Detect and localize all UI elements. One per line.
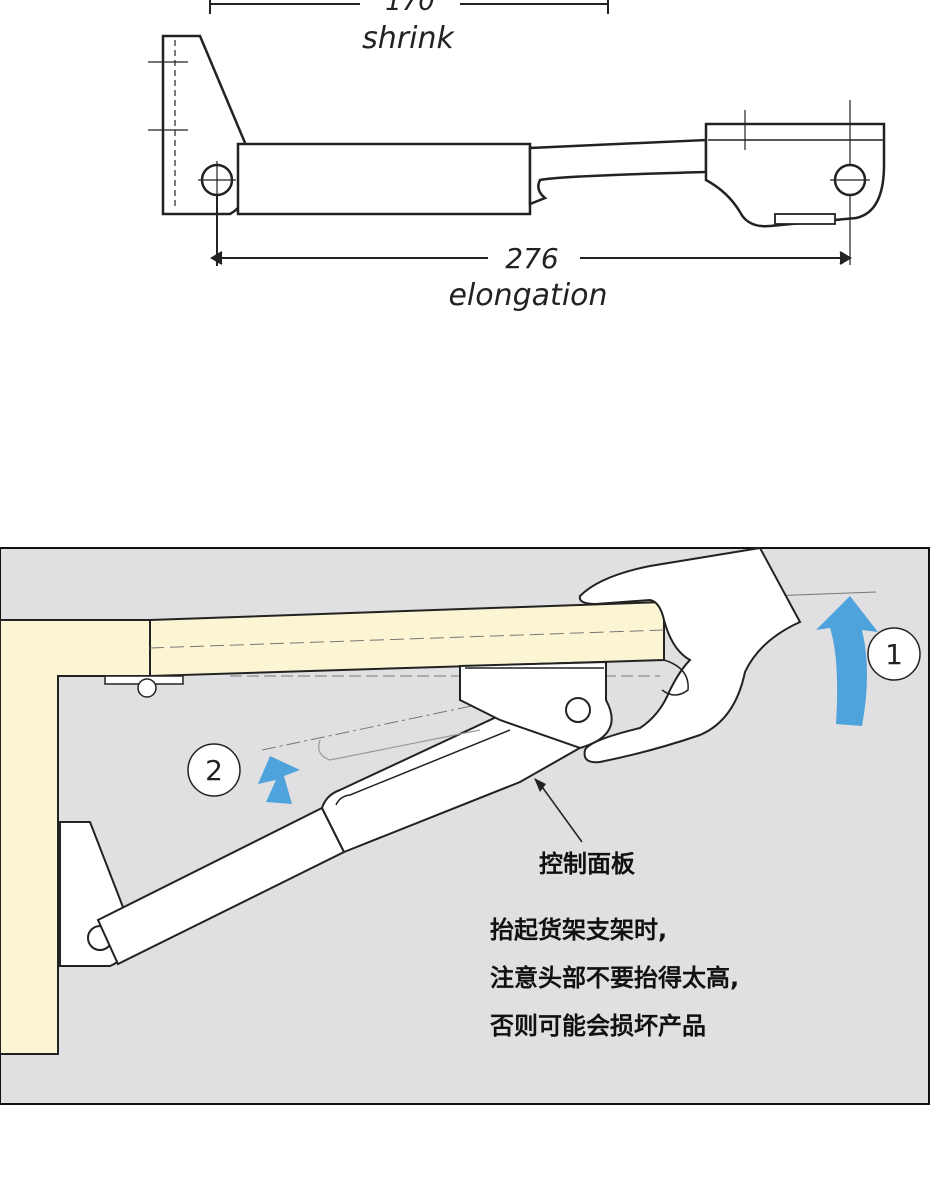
shrink-value: 170 [385,0,435,17]
right-bracket [704,122,886,228]
shrink-dimension [209,0,609,14]
top-strut-diagram: 170 shrink 276 elongation [148,0,886,313]
control-panel-label: 控制面板 [539,850,636,878]
upper-bracket [459,660,613,750]
piston-rod [528,138,708,206]
step-2-number: 2 [205,754,223,787]
lift-arrow-icon [816,596,878,726]
elongation-dimension [210,196,852,266]
note-line-1: 抬起货架支架时, [490,916,667,944]
elongation-value: 276 [505,242,558,275]
gas-cylinder [236,142,532,216]
step-2-marker: 2 [187,743,241,797]
step-1-marker: 1 [867,627,921,681]
hand-outline [578,546,802,764]
note-line-3: 否则可能会损坏产品 [489,1012,706,1040]
note-line-2: 注意头部不要抬得太高, [490,964,739,992]
bottom-usage-diagram: 1 2 控制面板 抬起货架支架时, 注意头部不要抬得太高, 否则可能会损坏产品 [0,546,930,1105]
shrink-label: shrink [362,21,455,56]
elongation-label: elongation [448,278,607,313]
upper-pivot [565,697,591,723]
push-arrow-icon [258,756,300,804]
step-1-number: 1 [885,638,903,671]
callout-line [539,783,583,843]
